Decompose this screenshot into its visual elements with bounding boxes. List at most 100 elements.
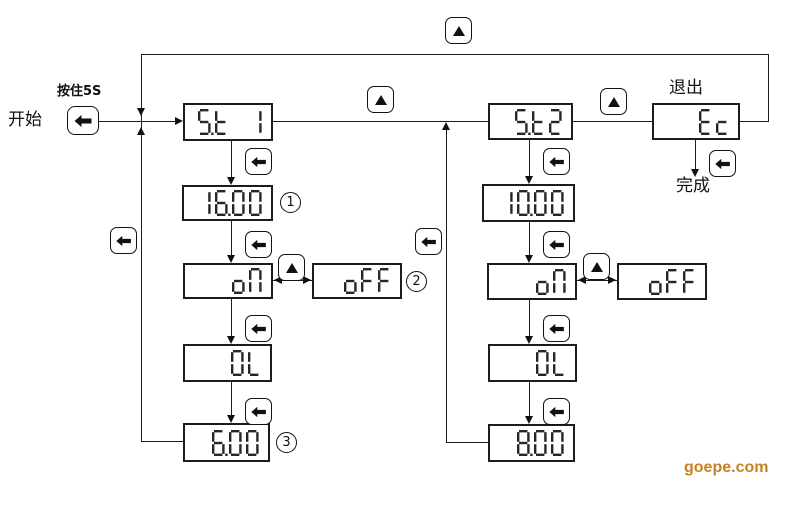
left-arrow-icon <box>250 406 266 417</box>
seven-segment-text <box>231 350 259 376</box>
left-arrow-icon <box>250 156 266 167</box>
up-key-button[interactable] <box>583 253 610 280</box>
set-key-button[interactable] <box>245 398 272 425</box>
seven-segment-text <box>344 268 389 294</box>
display-time-on-1 <box>182 185 273 221</box>
arrow-marker <box>525 255 533 263</box>
display-ol-1 <box>183 344 272 382</box>
hold-5s-label: 按住5S <box>57 84 102 99</box>
note-badge-3: 3 <box>276 432 297 453</box>
arrow-marker <box>274 276 282 284</box>
loop-line-to-800 <box>446 442 488 443</box>
display-time-off-1 <box>183 423 270 462</box>
set-key-button[interactable] <box>415 228 442 255</box>
chain-line <box>231 221 232 257</box>
arrow-marker <box>525 336 533 344</box>
seven-segment-text <box>510 190 564 216</box>
left-arrow-icon <box>548 323 564 334</box>
arrow-marker <box>303 276 311 284</box>
loop-line-mid <box>446 130 447 443</box>
arrow-marker <box>691 169 699 177</box>
arrow-marker <box>578 276 586 284</box>
display-st1 <box>183 103 273 141</box>
set-key-button[interactable] <box>245 231 272 258</box>
set-key-button[interactable] <box>245 315 272 342</box>
arrow-marker <box>525 176 533 184</box>
seven-segment-text <box>198 109 262 135</box>
display-off-1 <box>312 263 402 299</box>
up-triangle-icon <box>590 261 603 272</box>
left-arrow-icon <box>548 239 564 250</box>
arrow-marker <box>227 415 235 423</box>
left-arrow-icon <box>548 156 564 167</box>
arrow-marker <box>442 122 450 130</box>
display-ol-2 <box>488 344 577 382</box>
up-key-button[interactable] <box>367 86 394 113</box>
display-on-2 <box>487 263 577 300</box>
up-key-button[interactable] <box>600 88 627 115</box>
up-triangle-icon <box>374 94 387 105</box>
chain-line <box>231 382 232 417</box>
up-key-button[interactable] <box>445 17 472 44</box>
chain-line <box>529 382 530 418</box>
connector-line <box>740 121 769 122</box>
seven-segment-text <box>517 430 564 456</box>
loop-line-top <box>141 54 769 55</box>
set-key-button[interactable] <box>709 150 736 177</box>
exit-label: 退出 <box>669 78 703 98</box>
left-arrow-icon <box>548 406 564 417</box>
left-arrow-icon <box>420 236 436 247</box>
watermark: goepe.com <box>684 459 769 476</box>
loop-line-to-600 <box>141 441 183 442</box>
loop-line-right <box>768 54 769 122</box>
up-triangle-icon <box>285 262 298 273</box>
toggle-line <box>577 280 617 281</box>
seven-segment-text <box>649 268 694 295</box>
up-key-button[interactable] <box>278 254 305 281</box>
arrow-marker <box>227 177 235 185</box>
seven-segment-text <box>208 190 262 216</box>
set-key-button[interactable] <box>543 315 570 342</box>
set-key-button[interactable] <box>543 231 570 258</box>
arrow-marker <box>227 336 235 344</box>
arrow-marker <box>525 416 533 424</box>
chain-line <box>231 299 232 338</box>
display-st2 <box>488 103 573 140</box>
set-key-button[interactable] <box>543 398 570 425</box>
seven-segment-text <box>536 350 564 376</box>
connector-line <box>573 121 652 122</box>
display-time-off-2 <box>488 424 575 462</box>
left-arrow-icon <box>74 114 91 127</box>
chain-line <box>529 140 530 178</box>
display-ec <box>652 103 740 140</box>
seven-segment-text <box>232 268 262 294</box>
left-arrow-icon <box>250 323 266 334</box>
set-key-start-button[interactable] <box>67 106 99 135</box>
seven-segment-text <box>536 268 566 295</box>
left-arrow-icon <box>714 158 730 169</box>
connector-line <box>99 121 176 122</box>
seven-segment-text <box>515 108 562 135</box>
arrow-marker <box>175 117 183 125</box>
up-triangle-icon <box>607 96 620 107</box>
display-on-1 <box>183 263 273 299</box>
arrow-marker <box>137 108 145 116</box>
set-key-button[interactable] <box>543 148 570 175</box>
arrow-marker <box>227 255 235 263</box>
seven-segment-text <box>212 429 259 456</box>
loop-line-left <box>141 54 142 442</box>
up-triangle-icon <box>452 25 465 36</box>
note-badge-2: 2 <box>406 271 427 292</box>
arrow-marker <box>137 127 145 135</box>
chain-line <box>529 222 530 257</box>
set-key-button[interactable] <box>110 227 137 254</box>
set-key-button[interactable] <box>245 148 272 175</box>
left-arrow-icon <box>115 235 131 246</box>
seven-segment-text <box>699 108 727 135</box>
arrow-marker <box>608 276 616 284</box>
display-time-on-2 <box>482 184 575 222</box>
done-label: 完成 <box>676 176 710 196</box>
left-arrow-icon <box>250 239 266 250</box>
chain-line <box>695 140 696 170</box>
